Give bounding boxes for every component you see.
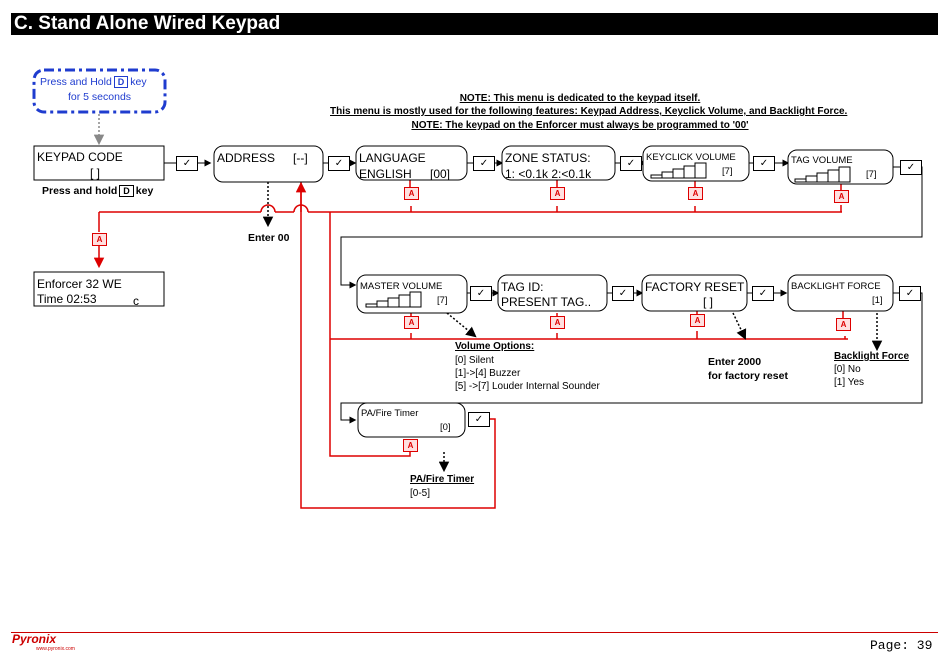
a-button[interactable]: A [92,233,107,246]
confirm-tick-button[interactable]: ✓ [176,156,198,171]
d-key-icon: D [119,185,134,198]
note-line-2: This menu is mostly used for the followi… [330,106,848,117]
a-button[interactable]: A [836,318,851,331]
backlight-force-title: BACKLIGHT FORCE [791,281,881,292]
confirm-tick-button[interactable]: ✓ [470,286,492,301]
a-button[interactable]: A [834,190,849,203]
note-line-1: NOTE: This menu is dedicated to the keyp… [459,93,701,104]
tag-id-title: TAG ID: [501,280,544,294]
confirm-tick-button[interactable]: ✓ [328,156,350,171]
volume-option: [1]->[4] Buzzer [455,368,521,379]
master-volume-title: MASTER VOLUME [360,281,443,292]
language-title: LANGUAGE [359,151,426,165]
enforcer-line-2: Time 02:53 [37,292,97,306]
tag-volume-value: [7] [866,169,877,180]
zone-status-title: ZONE STATUS: [505,151,591,165]
enter-00-label: Enter 00 [248,232,290,244]
confirm-tick-button[interactable]: ✓ [752,286,774,301]
confirm-tick-button[interactable]: ✓ [900,160,922,175]
master-volume-value: [7] [437,295,448,306]
address-box [213,145,324,183]
backlight-force-value: [1] [872,295,883,306]
header-bar [11,13,938,35]
confirm-tick-button[interactable]: ✓ [612,286,634,301]
enter-2000-sub: for factory reset [708,370,788,382]
zone-status-value: 1: <0.1k 2:<0.1k [505,167,592,181]
pa-fire-timer-box [357,402,466,438]
address-title: ADDRESS [217,151,276,165]
volume-options-title: Volume Options: [455,341,535,352]
confirm-tick-button[interactable]: ✓ [753,156,775,171]
factory-reset-title: FACTORY RESET [645,280,745,294]
language-value-label: ENGLISH [359,167,412,181]
backlight-option: [1] Yes [834,377,865,388]
zone-status-box [501,145,616,181]
keypad-code-title: KEYPAD CODE [37,150,123,164]
confirm-tick-button[interactable]: ✓ [473,156,495,171]
page-number: Page: 39 [870,638,933,653]
confirm-tick-button[interactable]: ✓ [899,286,921,301]
pyronix-logo: Pyronix [12,632,57,646]
keyclick-volume-title: KEYCLICK VOLUME [646,152,736,163]
d-key-icon: D [113,76,129,89]
pa-fire-timer-title: PA/Fire Timer [361,408,419,419]
volume-option: [5] ->[7] Louder Internal Sounder [455,381,600,392]
tag-id-value: PRESENT TAG.. [501,295,592,309]
factory-reset-value: [ ] [703,295,714,309]
a-button[interactable]: A [404,187,419,200]
language-value: [00] [430,167,451,181]
a-button[interactable]: A [403,439,418,452]
language-box [355,145,468,181]
pa-fire-option: [0-5] [410,488,431,499]
confirm-tick-button[interactable]: ✓ [468,412,490,427]
backlight-option: [0] No [834,364,861,375]
enforcer-cursor: c [133,294,139,308]
start-text-line-2: for 5 seconds [68,91,132,103]
pa-fire-options-title: PA/Fire Timer [410,474,475,485]
keyclick-volume-value: [7] [722,166,733,177]
a-button[interactable]: A [550,316,565,329]
volume-option: [0] Silent [455,355,494,366]
backlight-options-title: Backlight Force [834,351,910,362]
pyronix-url: www.pyronix.com [36,646,75,652]
start-box [32,68,167,114]
factory-reset-box [641,274,748,312]
backlight-force-box [787,274,894,312]
enforcer-line-1: Enforcer 32 WE [37,277,122,291]
confirm-tick-button[interactable]: ✓ [620,156,642,171]
a-button[interactable]: A [550,187,565,200]
address-value: [--] [293,151,308,165]
keypad-code-field[interactable]: [ ] [90,166,101,180]
note-line-3: NOTE: The keypad on the Enforcer must al… [411,120,749,131]
a-button[interactable]: A [404,316,419,329]
keypad-code-box [33,145,165,181]
enter-2000-label: Enter 2000 [708,356,762,368]
pa-fire-timer-value: [0] [440,422,451,433]
tag-volume-title: TAG VOLUME [791,155,853,166]
enforcer-display-box [33,271,165,307]
tag-id-box [497,274,608,312]
page-title: C. Stand Alone Wired Keypad [14,13,281,34]
a-button[interactable]: A [690,314,705,327]
footer-rule [11,632,938,633]
a-button[interactable]: A [688,187,703,200]
